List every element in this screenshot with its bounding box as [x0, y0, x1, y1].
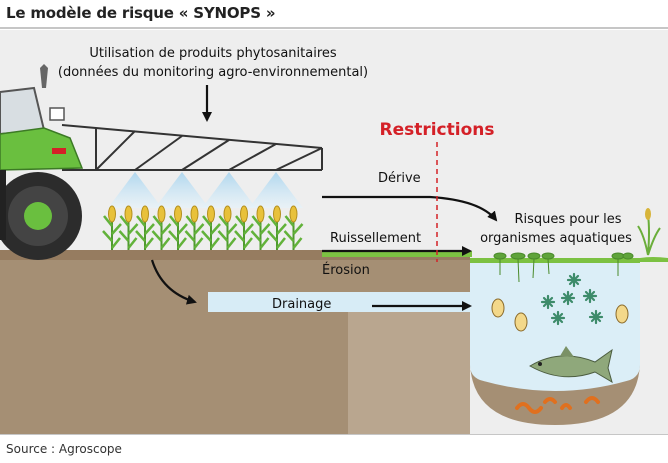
corn-plant: [201, 205, 221, 250]
algae: [540, 272, 604, 326]
aquatic-plants: [493, 252, 634, 283]
corn-plant: [283, 205, 304, 250]
soil-field: [0, 250, 470, 434]
footer-divider: [0, 434, 668, 435]
erosion-label: Érosion: [322, 262, 370, 278]
source-caption: Source : Agroscope: [6, 442, 122, 456]
page-title: Le modèle de risque « SYNOPS »: [6, 4, 276, 22]
input-label-line1: Utilisation de produits phytosanitaires: [89, 46, 337, 61]
corn-plant: [135, 205, 155, 250]
spray-cones: [108, 172, 303, 208]
drainage-label: Drainage: [272, 297, 331, 312]
corn-plant: [234, 205, 254, 250]
corn-plant: [168, 205, 188, 250]
risques-label-line1: Risques pour les: [514, 212, 621, 227]
risques-label-line2: organismes aquatiques: [480, 231, 632, 246]
corn-crop: [102, 205, 304, 250]
derive-arrow: [322, 195, 498, 222]
title-divider: [0, 27, 668, 29]
ruissellement-label: Ruissellement: [330, 231, 421, 246]
water-body: [470, 255, 668, 434]
fish: [529, 346, 613, 384]
infiltration-arrow: [150, 259, 197, 305]
zooplankton: [491, 298, 629, 332]
corn-plant: [250, 205, 271, 250]
synops-diagram: Utilisation de produits phytosanitaires …: [0, 46, 668, 434]
reed-plant: [637, 208, 661, 256]
tractor: [0, 64, 323, 260]
restrictions-label: Restrictions: [379, 120, 494, 140]
worms: [515, 396, 600, 414]
corn-plant: [151, 205, 172, 250]
derive-label: Dérive: [378, 171, 421, 186]
corn-plant: [102, 205, 122, 250]
corn-plant: [217, 205, 238, 250]
drainage-pipe: [208, 292, 470, 312]
input-label-line2: (données du monitoring agro-environnemen…: [58, 65, 368, 80]
corn-plant: [184, 205, 205, 250]
corn-plant: [267, 205, 287, 250]
corn-plant: [118, 205, 139, 250]
buffer-strip: [322, 251, 472, 257]
